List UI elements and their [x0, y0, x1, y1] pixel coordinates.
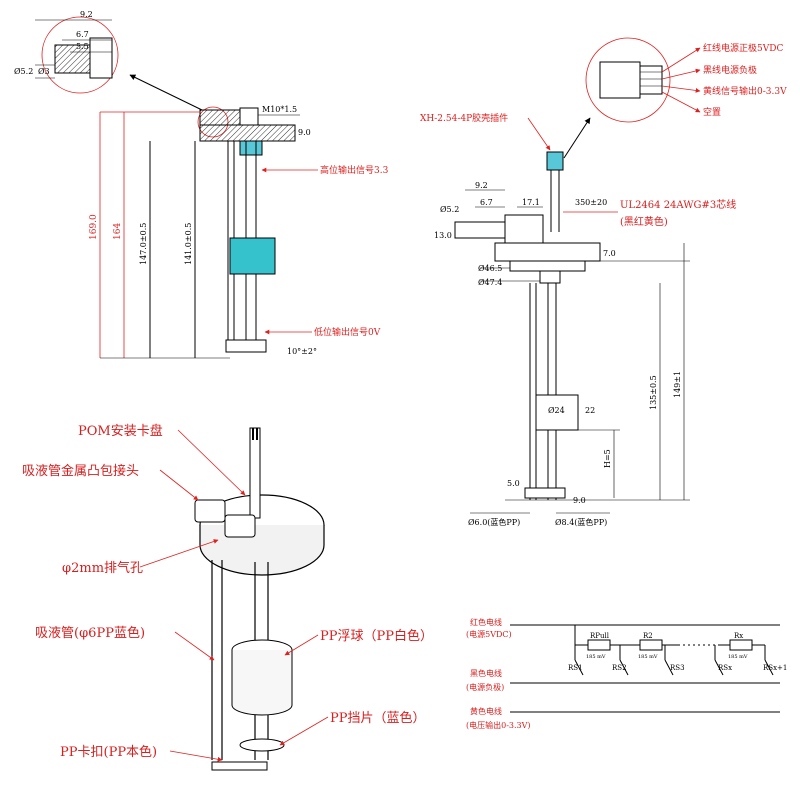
detail-circle [41, 16, 119, 94]
dim-9b: 9.0 [573, 496, 586, 505]
resistor-x [729, 639, 753, 651]
top-stopper [239, 140, 263, 156]
dim-d5-2: Ø5.2 [14, 67, 33, 76]
dim-tr-9-2: 9.2 [475, 181, 488, 190]
resistor-2 [639, 639, 663, 651]
tube-label: 吸液管(φ6PP蓝色) [35, 625, 145, 641]
dia-46-5: Ø46.5 [478, 264, 502, 273]
detail-arrow [129, 74, 203, 111]
side-fitting [199, 109, 241, 126]
cable-length-label: 350±20 [575, 198, 607, 207]
len-149: 149±1 [673, 371, 682, 398]
dia-8-4: Ø8.4(蓝色PP) [555, 517, 607, 527]
pp-clip [211, 761, 268, 771]
pp-float [231, 650, 293, 716]
rs1-label: RS1 [568, 664, 583, 672]
circuit-diagram: 红色电线 (电源5VDC) 黑色电线 (电源负极) 黄色电线 (电压输出0-3.… [466, 617, 787, 730]
tr-flange [494, 242, 601, 262]
connector-1 [194, 499, 226, 523]
rs2-label: RS2 [612, 664, 627, 672]
dim-d3: Ø3 [38, 67, 50, 76]
dim-6-7: 6.7 [76, 30, 89, 39]
len-169: 169.0 [89, 214, 99, 240]
angle-label: 10°±2° [287, 347, 317, 356]
rsx-label: RSx [718, 664, 732, 672]
len-135: 135±0.5 [649, 375, 658, 410]
dim-5-5: 5.5 [76, 42, 89, 51]
bottom-clip [225, 339, 267, 353]
dim-5: 5.0 [507, 479, 520, 488]
yellow-wire-sub: (电压输出0-3.3V) [466, 720, 531, 730]
rs3-label: RS3 [670, 664, 685, 672]
thread-label: M10*1.5 [262, 105, 297, 114]
connector-detail-circle [585, 37, 671, 123]
resistor-pull [587, 639, 611, 651]
float-label: PP浮球（PP白色） [320, 628, 433, 644]
dim-22: 22 [585, 406, 595, 415]
red-wire-label: 红色电线 [470, 617, 502, 627]
xh-connector [599, 61, 641, 99]
r-x-value: 185 mV [728, 654, 748, 660]
cable-spec-label: UL2464 24AWG#3芯线 [620, 198, 736, 211]
red-wire-sub: (电源5VDC) [466, 629, 512, 639]
dim-9-0: 9.0 [298, 128, 311, 137]
h-5: H=5 [603, 449, 612, 468]
top-right-drawing: 红线电源正极5VDC 黑线电源负极 黄线信号输出0-3.3V 空置 XH-2.5… [420, 37, 787, 527]
black-wire-label: 黑色电线 [470, 668, 502, 678]
dim-tr-13: 13.0 [434, 231, 452, 240]
dim-tr-17-1: 17.1 [522, 198, 540, 207]
connector-spec-label: XH-2.54-4P胶壳插件 [420, 112, 508, 124]
pom-label: POM安装卡盘 [78, 423, 163, 439]
r-2-value: 185 mV [638, 654, 658, 660]
top-left-drawing: 9.2 6.7 5.5 Ø5.2 Ø3 M10*1.5 9.0 高位输出信号3.… [14, 10, 389, 359]
connector-2 [224, 514, 256, 538]
r-pull-value: 185 mV [586, 654, 606, 660]
r-pull-label: RPull [590, 632, 610, 640]
cable-color-label: (黑红黄色) [620, 215, 668, 228]
dia-47-4: Ø47.4 [478, 278, 502, 287]
side-nipple [454, 221, 506, 239]
wire-yellow-label: 黄线信号输出0-3.3V [703, 85, 787, 97]
stopper-label: PP挡片（蓝色） [330, 710, 426, 726]
dim-9-2: 9.2 [80, 10, 93, 19]
len-141: 141.0±0.5 [184, 223, 193, 265]
cable-plug [546, 151, 564, 171]
vent-label: φ2mm排气孔 [62, 560, 143, 576]
clip-label: PP卡扣(PP本色) [60, 744, 157, 760]
wire-black-label: 黑线电源负极 [703, 64, 757, 76]
dim-tr-6-7: 6.7 [480, 198, 493, 207]
dim-tr-d5-2: Ø5.2 [440, 205, 459, 214]
wire-red-label: 红线电源正极5VDC [703, 42, 783, 54]
len-164: 164 [113, 223, 123, 240]
r-x-label: Rx [734, 632, 743, 640]
nipple-top [239, 107, 259, 126]
float [229, 237, 276, 275]
len-147: 147.0±0.5 [139, 223, 148, 265]
dim-tr-7: 7.0 [603, 249, 616, 258]
black-wire-sub: (电源负极) [466, 682, 504, 692]
tr-float [535, 394, 579, 431]
rsx1-label: RSx+1 [763, 664, 787, 672]
low-signal-label: 低位输出信号0V [314, 326, 381, 338]
detail-connector-nut [89, 37, 113, 79]
high-signal-label: 高位输出信号3.3 [320, 164, 389, 176]
r-2-label: R2 [643, 632, 653, 640]
yellow-wire-label: 黄色电线 [470, 706, 502, 716]
flange [199, 124, 296, 142]
cable [249, 427, 261, 519]
bottom-left-3d-view: POM安装卡盘 吸液管金属凸包接头 φ2mm排气孔 吸液管(φ6PP蓝色) PP… [22, 423, 433, 771]
connector-label: 吸液管金属凸包接头 [22, 463, 139, 479]
dia-6: Ø6.0(蓝色PP) [468, 517, 520, 527]
dia-24: Ø24 [548, 406, 565, 415]
wire-empty-label: 空置 [703, 106, 721, 118]
pp-stopper [239, 738, 285, 752]
